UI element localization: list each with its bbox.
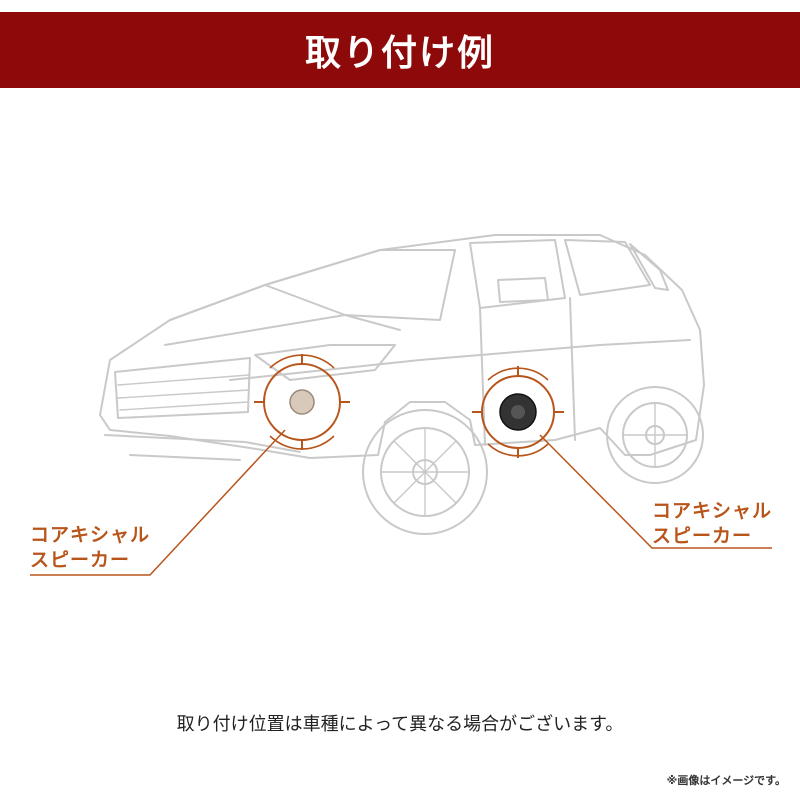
callout-left-line2: スピーカー (30, 549, 131, 571)
rear-quarter-window (629, 243, 669, 291)
rear-wheel (606, 386, 704, 484)
page-title: 取り付け例 (304, 33, 495, 74)
callout-right-line2: スピーカー (652, 525, 753, 547)
callout-left-line1: コアキシャル (30, 524, 151, 546)
rear-door-window (564, 239, 651, 296)
front-speaker (289, 389, 315, 415)
headlight (254, 344, 396, 381)
front-bumper (104, 434, 301, 461)
side-crease (229, 339, 691, 381)
image-footnote: ※画像はイメージです。 (666, 774, 786, 787)
right-leader-line (539, 434, 772, 549)
front-speaker-marker (254, 354, 350, 450)
front-wheel (362, 409, 488, 535)
header-banner: 取り付け例 (0, 12, 800, 88)
car-illustration (30, 234, 772, 576)
door-line (569, 297, 576, 441)
side-mirror (497, 277, 549, 303)
callout-left: コアキシャル スピーカー (30, 523, 150, 573)
door-speaker-marker (472, 366, 564, 458)
callout-right-line1: コアキシャル (652, 500, 773, 522)
grille (114, 357, 251, 419)
installation-notice: 取り付け位置は車種によって異なる場合がございます。 (176, 714, 624, 735)
left-leader-line (30, 429, 286, 576)
car-body-outline (99, 234, 705, 459)
windshield (264, 249, 456, 321)
front-door-window (469, 239, 566, 309)
hood-line (164, 284, 401, 346)
callout-right: コアキシャル スピーカー (652, 499, 772, 549)
